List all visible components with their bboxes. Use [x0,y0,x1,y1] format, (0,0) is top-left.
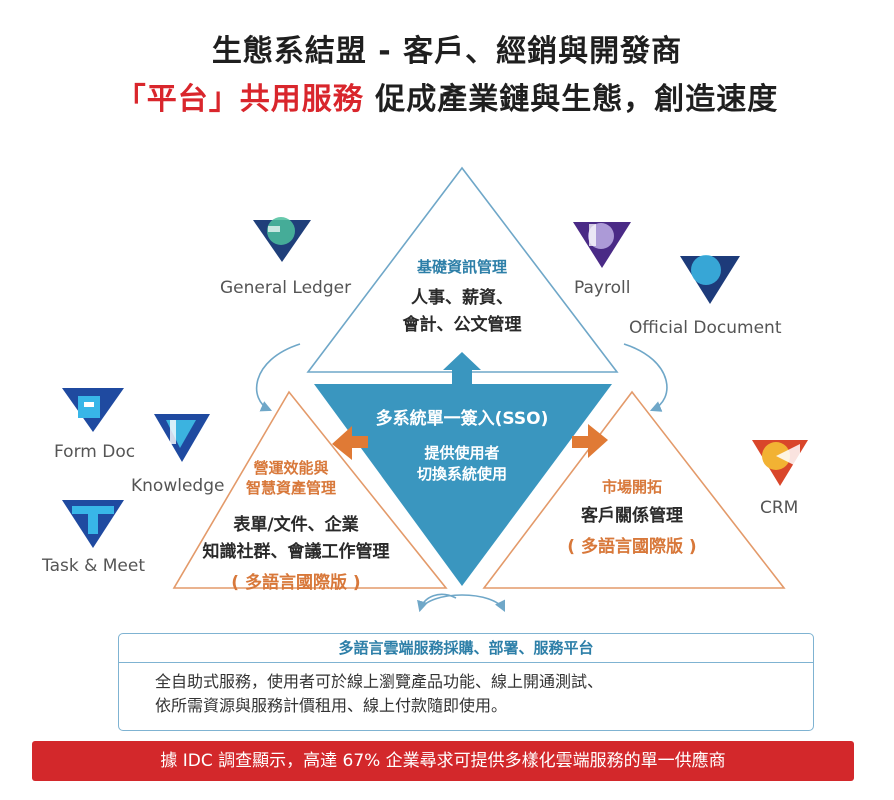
left-triangle-sub: ( 多語言國際版 ) [231,573,361,593]
platform-box: 多語言雲端服務採購、部署、服務平台 全自助式服務，使用者可於線上瀏覽產品功能、線… [118,633,814,731]
general-ledger-logo-icon [253,217,311,262]
crm-logo-icon [752,440,808,486]
form-doc-label: Form Doc [54,442,136,462]
sso-line2: 切換系統使用 [416,465,507,483]
up-arrow [443,352,481,384]
right-triangle-line1: 客戶關係管理 [581,506,683,526]
general-ledger-label: General Ledger [220,278,352,298]
left-triangle [172,390,448,589]
top-triangle-line1: 人事、薪資、 [411,288,513,308]
subtitle-highlight: 「平台」共用服務 [115,82,364,117]
payroll-label: Payroll [574,278,631,298]
top-triangle-line2: 會計、公文管理 [402,315,522,335]
curve-arrow-bottom [419,594,506,613]
knowledge-logo-icon [154,414,210,462]
left-triangle-line1: 表單/文件、企業 [233,515,359,535]
right-triangle-heading: 市場開拓 [601,478,662,496]
page-title: 生態系結盟 - 客戶、經銷與開發商 [211,34,683,69]
sso-line1: 提供使用者 [424,444,500,462]
official-document-logo-icon [680,255,740,304]
left-triangle-heading2: 智慧資產管理 [245,479,336,497]
page-subtitle: 「平台」共用服務 促成產業鏈與生態，創造速度 [0,74,894,118]
platform-box-heading: 多語言雲端服務採購、部署、服務平台 [119,634,813,663]
curve-arrow-right [623,343,668,412]
sso-heading: 多系統單一簽入(SSO) [375,409,549,429]
right-triangle [482,390,786,589]
sso-triangle [314,384,612,586]
right-triangle-sub: ( 多語言國際版 ) [567,537,697,557]
left-triangle-line2: 知識社群、會議工作管理 [202,542,390,562]
left-triangle-heading1: 營運效能與 [253,459,329,477]
right-arrow [572,424,608,458]
curve-arrow-left [255,343,301,412]
knowledge-label: Knowledge [131,476,225,496]
official-document-label: Official Document [629,318,782,338]
idc-banner: 據 IDC 調查顯示，高達 67% 企業尋求可提供多樣化雲端服務的單一供應商 [32,741,854,781]
top-triangle-heading: 基礎資訊管理 [416,258,507,276]
left-arrow [332,426,368,460]
crm-label: CRM [760,498,799,518]
curve-arrow-bottom-left [417,593,457,613]
platform-box-line2: 依所需資源與服務計價租用、線上付款隨即使用。 [155,696,508,715]
subtitle-rest: 促成產業鏈與生態，創造速度 [363,82,779,117]
task-meet-label: Task & Meet [42,556,146,576]
form-doc-logo-icon [62,388,124,432]
task-meet-logo-icon [62,500,124,548]
platform-box-line1: 全自助式服務，使用者可於線上瀏覽產品功能、線上開通測試、 [155,672,604,691]
payroll-logo-icon [573,222,631,268]
